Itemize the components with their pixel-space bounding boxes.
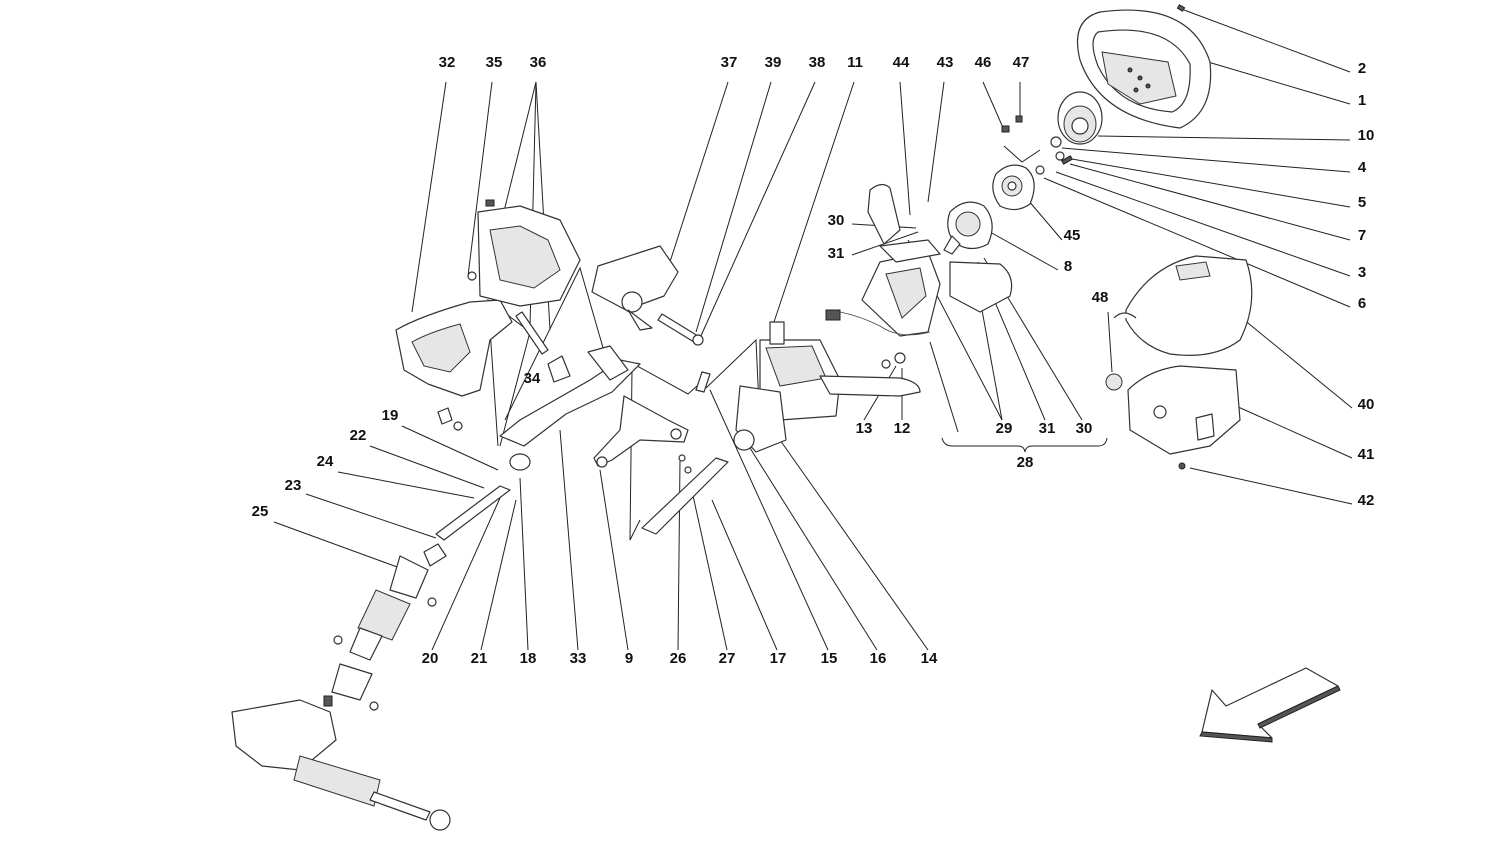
callout-label-47: 47 bbox=[1013, 54, 1030, 71]
callout-label-40: 40 bbox=[1358, 396, 1375, 413]
callout-label-7: 7 bbox=[1358, 227, 1366, 244]
callout-label-31: 31 bbox=[1039, 420, 1056, 437]
callout-label-2: 2 bbox=[1358, 60, 1366, 77]
callout-label-45: 45 bbox=[1064, 227, 1081, 244]
intermediate-shaft bbox=[641, 371, 729, 535]
callout-label-37: 37 bbox=[721, 54, 738, 71]
callout-label-36: 36 bbox=[530, 54, 547, 71]
callout-label-39: 39 bbox=[765, 54, 782, 71]
callout-label-42: 42 bbox=[1358, 492, 1375, 509]
callout-label-38: 38 bbox=[809, 54, 826, 71]
callout-label-16: 16 bbox=[870, 650, 887, 667]
callout-label-22: 22 bbox=[350, 427, 367, 444]
callout-label-18: 18 bbox=[520, 650, 537, 667]
callout-label-26: 26 bbox=[670, 650, 687, 667]
callout-label-6: 6 bbox=[1358, 295, 1366, 312]
paddle-switch-assembly bbox=[825, 183, 1013, 337]
clock-spring bbox=[943, 201, 993, 255]
callout-label-46: 46 bbox=[975, 54, 992, 71]
tilt-lever bbox=[499, 345, 641, 471]
callout-label-4: 4 bbox=[1358, 159, 1367, 176]
callout-label-5: 5 bbox=[1358, 194, 1366, 211]
steering-wheel bbox=[1076, 4, 1212, 129]
column-cover-lower bbox=[1105, 365, 1241, 470]
callout-label-15: 15 bbox=[821, 650, 838, 667]
callout-label-8: 8 bbox=[1064, 258, 1072, 275]
callout-label-44: 44 bbox=[893, 54, 910, 71]
callout-label-1: 1 bbox=[1358, 92, 1366, 109]
group-bracket-28 bbox=[941, 437, 1108, 453]
lower-bracket bbox=[593, 395, 689, 468]
callout-label-32: 32 bbox=[439, 54, 456, 71]
callout-label-25: 25 bbox=[252, 503, 269, 520]
callout-label-23: 23 bbox=[285, 477, 302, 494]
steering-column bbox=[733, 321, 921, 453]
leader-lines bbox=[273, 9, 1353, 651]
callout-label-27: 27 bbox=[719, 650, 736, 667]
callout-label-9: 9 bbox=[625, 650, 633, 667]
column-cover-upper bbox=[1113, 255, 1253, 356]
callout-label-48: 48 bbox=[1092, 289, 1109, 306]
callout-label-19: 19 bbox=[382, 407, 399, 424]
callout-label-31: 31 bbox=[828, 245, 845, 262]
direction-arrow bbox=[1199, 667, 1341, 743]
callout-label-41: 41 bbox=[1358, 446, 1375, 463]
callout-label-17: 17 bbox=[770, 650, 787, 667]
callout-label-35: 35 bbox=[486, 54, 503, 71]
callout-label-3: 3 bbox=[1358, 264, 1366, 281]
adjuster-mechanism bbox=[591, 245, 704, 346]
clip-34 bbox=[437, 407, 463, 431]
callout-label-20: 20 bbox=[422, 650, 439, 667]
callout-label-13: 13 bbox=[856, 420, 873, 437]
callout-label-28: 28 bbox=[1017, 454, 1034, 471]
callout-label-11: 11 bbox=[847, 54, 863, 71]
steering-rack bbox=[231, 695, 451, 831]
callout-label-30: 30 bbox=[828, 212, 845, 229]
callout-label-24: 24 bbox=[317, 453, 334, 470]
main-support-bracket bbox=[395, 199, 581, 397]
lower-steering-shaft bbox=[331, 485, 511, 711]
callout-label-43: 43 bbox=[937, 54, 954, 71]
steering-hub bbox=[1035, 91, 1103, 175]
callout-label-29: 29 bbox=[996, 420, 1013, 437]
callout-label-10: 10 bbox=[1358, 127, 1375, 144]
callout-label-33: 33 bbox=[570, 650, 587, 667]
callout-label-12: 12 bbox=[894, 420, 911, 437]
steering-adapter bbox=[992, 115, 1035, 211]
callout-label-21: 21 bbox=[471, 650, 488, 667]
callout-label-14: 14 bbox=[921, 650, 938, 667]
callout-label-30: 30 bbox=[1076, 420, 1093, 437]
callout-label-34: 34 bbox=[524, 370, 541, 387]
